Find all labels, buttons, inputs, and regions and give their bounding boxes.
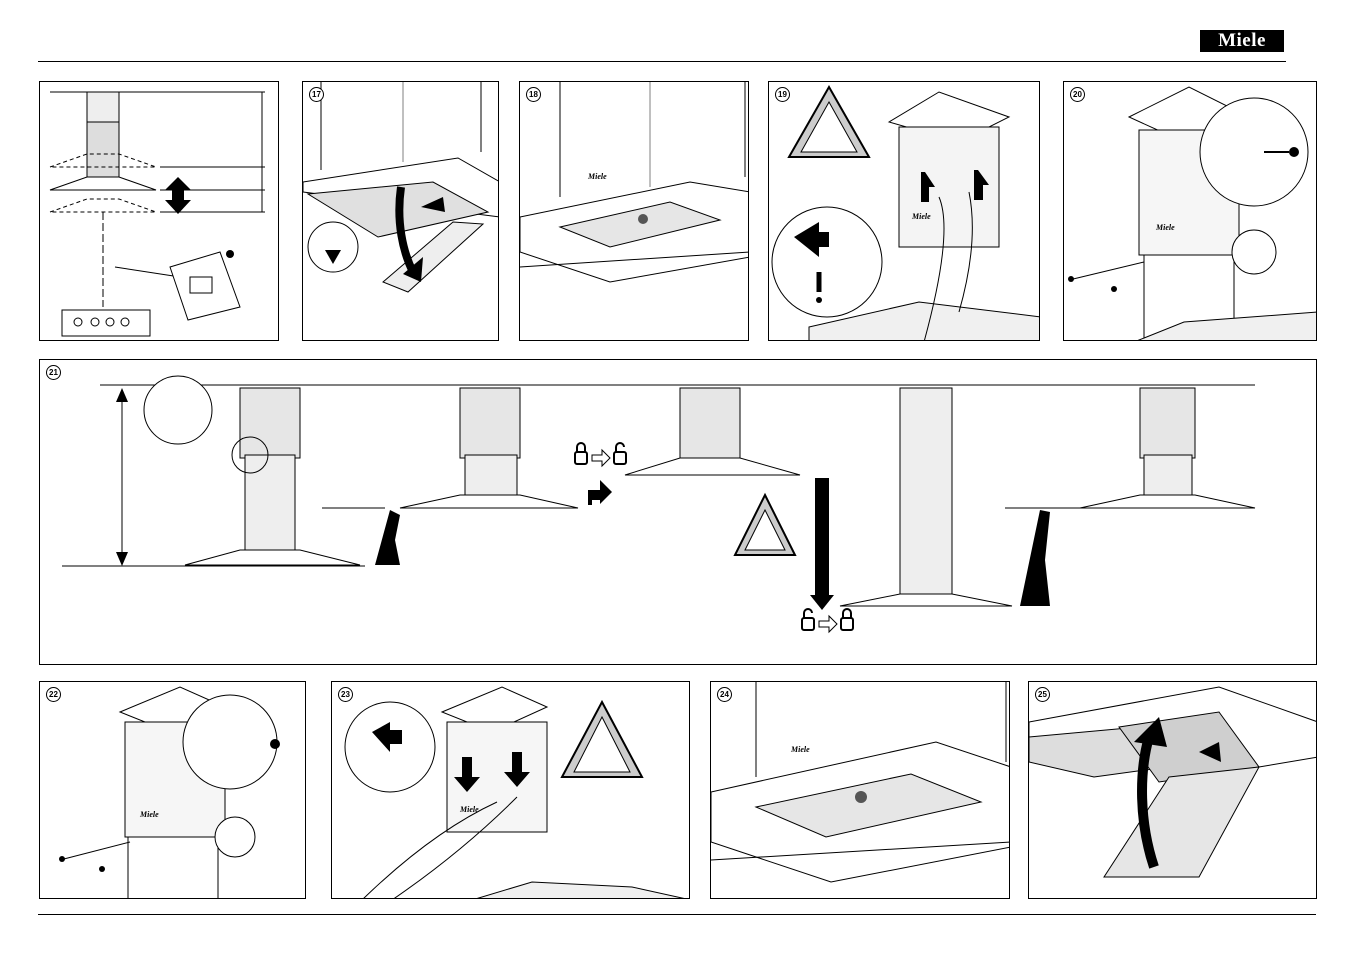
step-number: 22 xyxy=(46,687,61,702)
brand-label: Miele xyxy=(1155,223,1175,232)
hood-height-diagram xyxy=(49,91,265,337)
panel-19: 19 Miele xyxy=(768,81,1040,341)
filter-removal-illustration xyxy=(303,82,498,293)
header-rule xyxy=(38,61,1286,62)
panel-18: 18 Miele xyxy=(519,81,749,341)
brand-label: Miele xyxy=(790,745,810,754)
step-number: 18 xyxy=(526,87,541,102)
lock-open-icon xyxy=(801,608,815,631)
footer-rule xyxy=(38,914,1316,915)
lift-cover-illustration: Miele xyxy=(771,84,1039,340)
step-number: 25 xyxy=(1035,687,1050,702)
step-number: 20 xyxy=(1070,87,1085,102)
brand-label: Miele xyxy=(459,805,479,814)
panel-25: 25 xyxy=(1028,681,1317,899)
lock-closed-icon xyxy=(574,442,588,465)
step-number: 17 xyxy=(309,87,324,102)
step-number: 21 xyxy=(46,365,61,380)
lower-cover-illustration: Miele xyxy=(344,686,685,898)
arrow-right-icon xyxy=(818,614,838,634)
arrow-right-icon xyxy=(591,448,611,468)
brand-label: Miele xyxy=(911,212,931,221)
filter-refit-illustration xyxy=(1029,686,1316,878)
step-number: 19 xyxy=(775,87,790,102)
brand-label: Miele xyxy=(139,810,159,819)
panel-20: 20 Miele xyxy=(1063,81,1317,341)
panel-21: 21 xyxy=(39,359,1317,665)
miele-logo: Miele xyxy=(1200,30,1284,52)
brand-label: Miele xyxy=(587,172,607,181)
telescopic-adjustment-diagram xyxy=(62,375,1256,634)
filter-screw-refit-illustration: Miele xyxy=(711,682,1009,883)
lock-open-icon xyxy=(613,442,627,465)
step-number: 23 xyxy=(338,687,353,702)
screws-removal-illustration: Miele xyxy=(1068,86,1316,340)
lock-closed-icon xyxy=(840,608,854,631)
step-number: 24 xyxy=(717,687,732,702)
panel-22: 22 Miele xyxy=(39,681,306,899)
panel-height-diagram xyxy=(39,81,279,341)
screws-refit-illustration: Miele xyxy=(59,686,280,898)
panel-23: 23 Miele xyxy=(331,681,690,899)
filter-screw-illustration: Miele xyxy=(520,82,748,283)
panel-17: 17 xyxy=(302,81,499,341)
panel-24: 24 Miele xyxy=(710,681,1010,899)
